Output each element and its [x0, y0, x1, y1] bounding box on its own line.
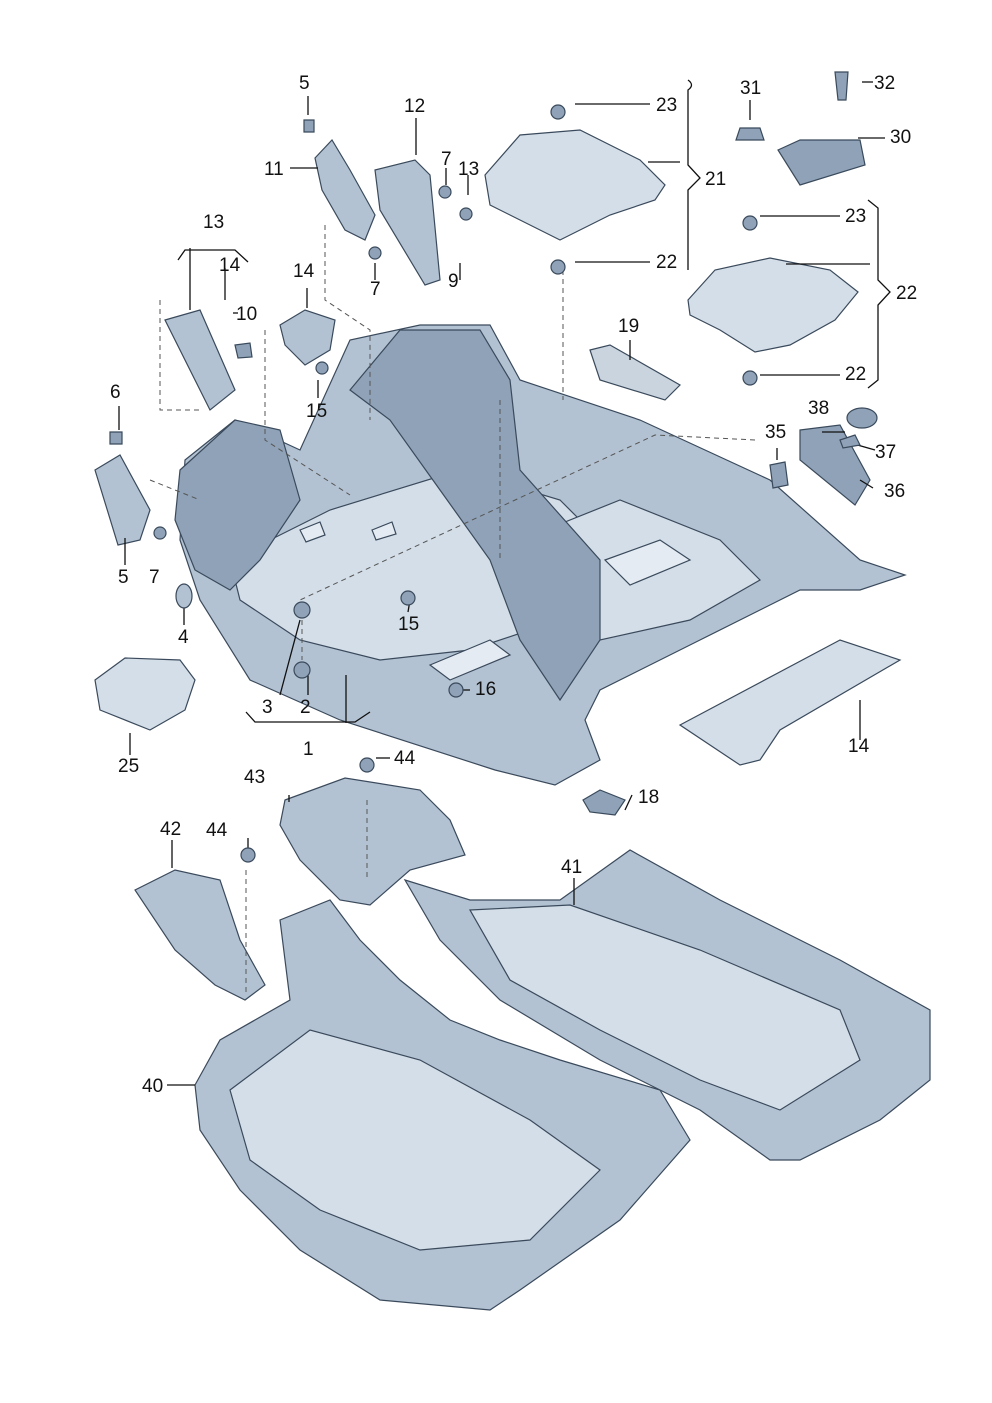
cover-panel-13	[678, 639, 902, 766]
callout-label: 13	[203, 212, 224, 233]
callout-label: 14	[219, 255, 241, 276]
main-floor-carpet	[179, 324, 907, 786]
leader-lines	[118, 79, 891, 1086]
callout-label: 9	[448, 271, 459, 292]
callout-label: 22	[656, 252, 677, 273]
callout-label: 25	[118, 756, 139, 777]
callout-label: 14	[848, 736, 870, 757]
floor-mat-43	[279, 777, 466, 906]
callout-label: 44	[206, 820, 228, 841]
left-side-insulation	[174, 419, 301, 591]
callout-label: 14	[293, 261, 315, 282]
callout-label: 44	[394, 748, 416, 769]
callout-label: 22	[845, 364, 866, 385]
callout-label: 23	[845, 206, 866, 227]
callout-label: 5	[118, 567, 129, 588]
callout-label: 2	[300, 697, 311, 718]
callout-label: 19	[618, 316, 639, 337]
box-25	[94, 657, 196, 731]
callout-label: 41	[561, 857, 582, 878]
floor-carpet-40	[194, 899, 691, 1311]
callout-label: 18	[638, 787, 659, 808]
callout-label: 15	[306, 401, 327, 422]
callout-label: 13	[458, 159, 479, 180]
callout-label: 11	[264, 159, 284, 180]
callout-label: 35	[765, 422, 786, 443]
callout-label: 16	[475, 679, 496, 700]
callout-label: 12	[404, 96, 425, 117]
callout-label: 4	[178, 627, 189, 648]
callout-labels: 5 11 12 7 13 9 7 23 21 22 31 32 30 23 22…	[110, 73, 917, 1097]
callout-label: 40	[142, 1076, 163, 1097]
assembly-guides	[149, 225, 756, 995]
floor-mat-42	[134, 869, 266, 1001]
callout-label: 7	[149, 567, 160, 588]
fasteners	[109, 71, 878, 863]
callout-label: 36	[884, 481, 905, 502]
callout-label: 7	[370, 279, 381, 300]
callout-label: 1	[303, 739, 314, 760]
callout-label: 3	[262, 697, 273, 718]
callout-label: 37	[875, 442, 896, 463]
floor-mat-20	[484, 129, 666, 241]
callout-label: 21	[705, 169, 726, 190]
callout-label: 22	[896, 283, 917, 304]
callout-label: 6	[110, 382, 121, 403]
callout-label: 38	[808, 398, 829, 419]
trim-parts	[94, 139, 871, 816]
callout-label: 31	[740, 78, 761, 99]
callout-label: 5	[299, 73, 310, 94]
callout-label: 42	[160, 819, 181, 840]
callout-label: 15	[398, 614, 419, 635]
callout-label: 23	[656, 95, 677, 116]
callout-label: 43	[244, 767, 265, 788]
callout-label: 7	[441, 149, 452, 170]
callout-label: 32	[874, 73, 895, 94]
floor-mat-21	[687, 257, 859, 353]
storage-net-19	[589, 344, 681, 401]
callout-label: 10	[236, 304, 257, 325]
callout-label: 30	[890, 127, 911, 148]
floor-carpet-41	[403, 849, 931, 1161]
